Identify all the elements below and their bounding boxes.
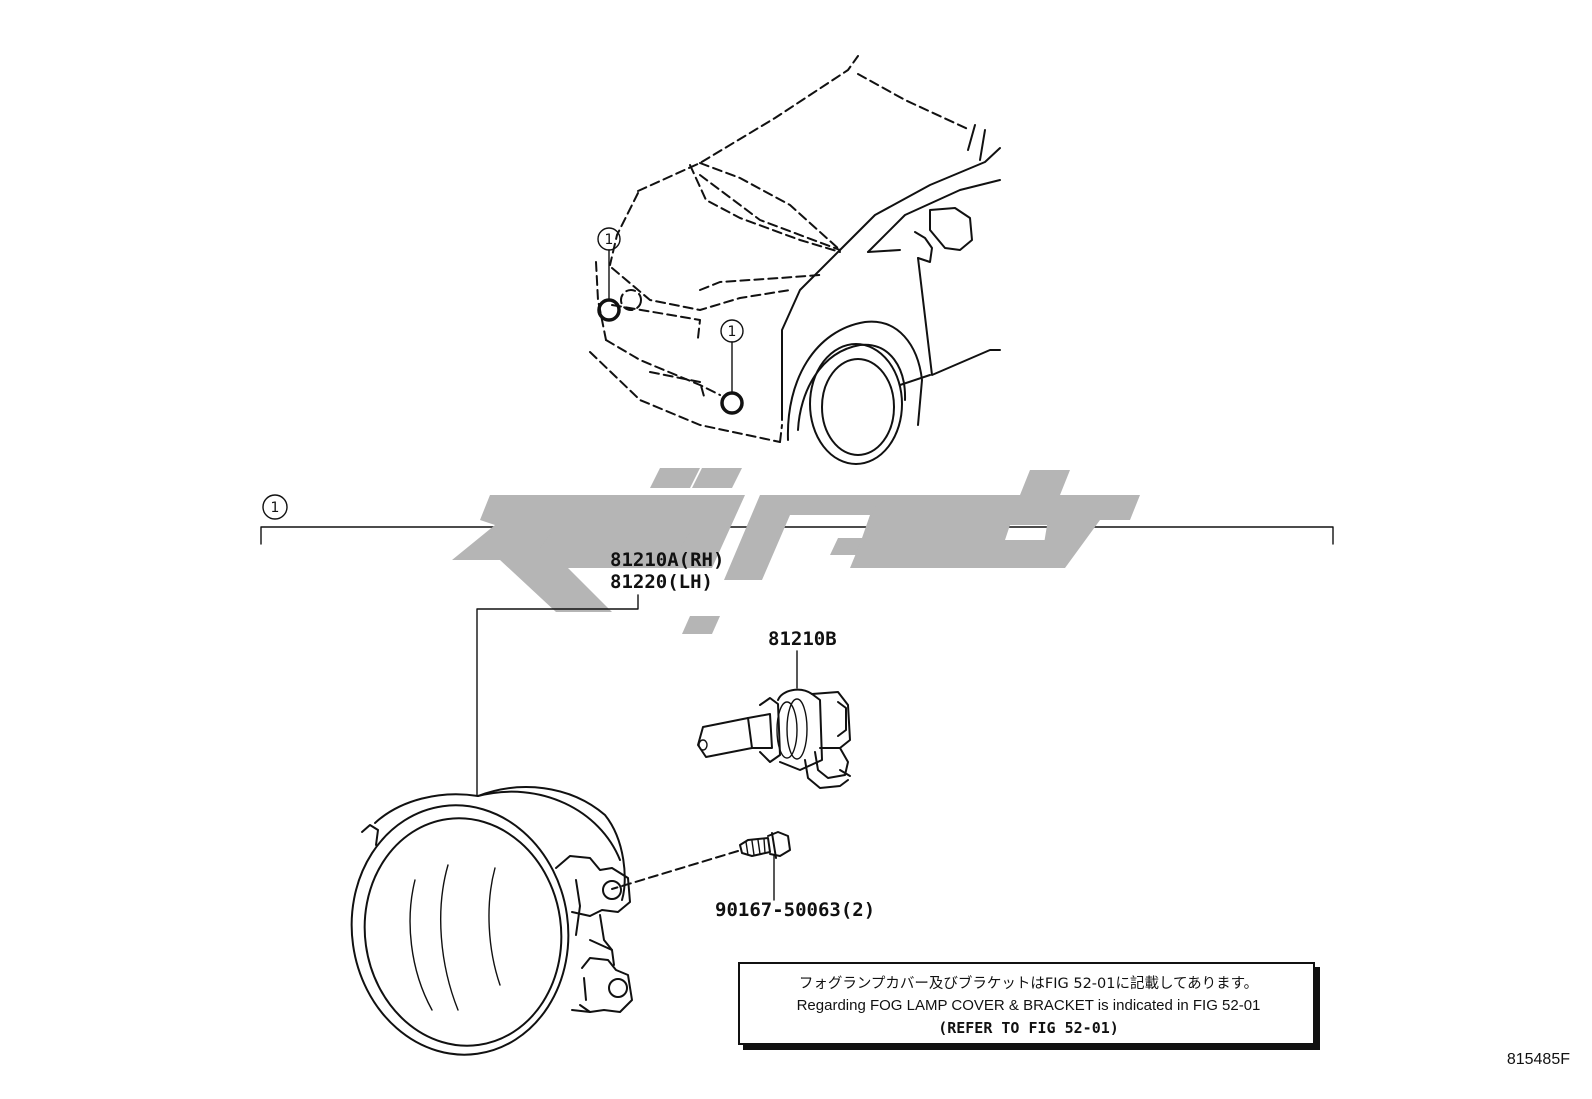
reference-note-frame: フォグランプカバー及びブラケットはFIG 52-01に記載してあります。 Reg… xyxy=(738,962,1315,1045)
note-english-text: Regarding FOG LAMP COVER & BRACKET is in… xyxy=(796,997,1261,1014)
note-japanese-text: フォグランプカバー及びブラケットはFIG 52-01に記載してあります。 xyxy=(798,976,1259,992)
watermark-logo xyxy=(452,468,1140,634)
figure-id: 815485F xyxy=(1506,1051,1570,1068)
part-number-fog-lamp-rh: 81210A(RH) xyxy=(610,549,724,571)
note-reference-text: (REFER TO FIG 52-01) xyxy=(938,1019,1119,1037)
vehicle-front-view xyxy=(589,55,1001,465)
marker-label: 1 xyxy=(728,324,737,340)
reference-note: フォグランプカバー及びブラケットはFIG 52-01に記載してあります。 Reg… xyxy=(738,962,1321,1051)
group-marker-label: 1 xyxy=(271,500,280,516)
part-number-bulb: 81210B xyxy=(768,628,837,650)
assembly-group-bracket: 1 xyxy=(260,494,1334,545)
fog-lamp-bulb-drawing xyxy=(697,688,851,789)
screw-drawing xyxy=(611,831,791,890)
part-number-fog-lamp-lh: 81220(LH) xyxy=(610,571,713,593)
part-callouts: 81210A(RH) 81220(LH) 81210B 90167-50063(… xyxy=(476,549,875,921)
part-number-screw: 90167-50063(2) xyxy=(715,899,875,921)
marker-label: 1 xyxy=(605,232,614,248)
fog-lamp-assembly-drawing xyxy=(350,786,633,1056)
fog-lamp-location-markers: 1 1 xyxy=(597,227,744,415)
